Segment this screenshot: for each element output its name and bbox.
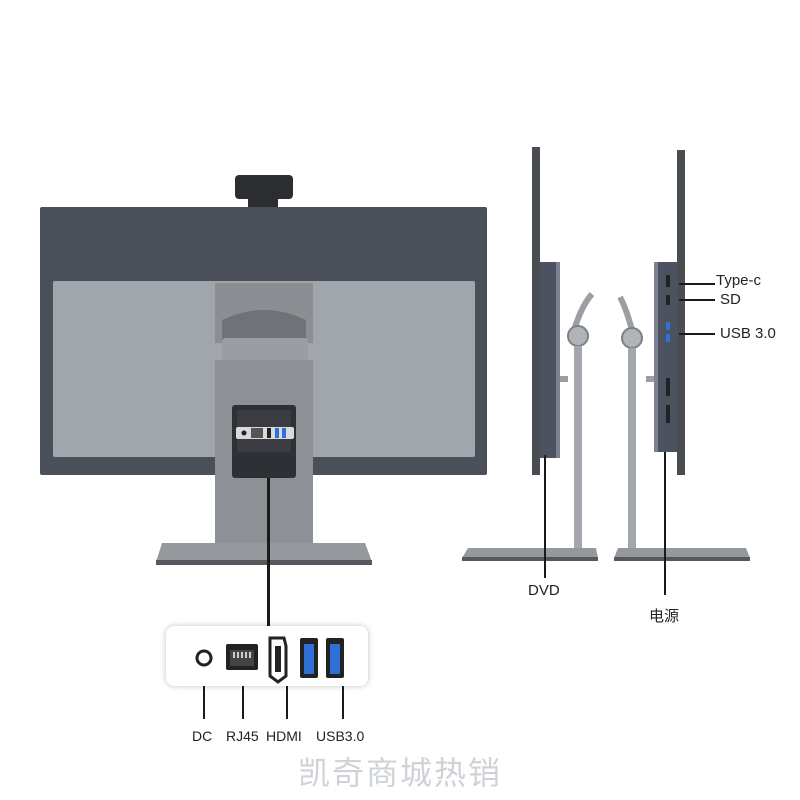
monitor-stand [215, 283, 313, 558]
dc-port-icon [195, 649, 213, 667]
webcam [235, 175, 293, 207]
ports-panel [166, 626, 368, 686]
usb3-leader-line [342, 686, 344, 719]
dvd-label: DVD [528, 582, 560, 599]
sd-label: SD [720, 291, 741, 308]
side-view-left [462, 147, 598, 561]
usb3-port-icon [300, 638, 318, 678]
power-label: 电源 [649, 607, 680, 625]
monitor-base [156, 543, 372, 562]
usb3-port-icon [326, 638, 344, 678]
hdmi-label: HDMI [266, 728, 302, 744]
usb30-label: USB 3.0 [720, 325, 776, 342]
hdmi-leader-line [286, 686, 288, 719]
rj45-port-icon [226, 644, 258, 670]
dc-label: DC [192, 728, 213, 744]
dc-leader-line [203, 686, 205, 719]
side-view-right [614, 150, 750, 561]
rj45-leader-line [242, 686, 244, 719]
usb3-label: USB3.0 [316, 728, 365, 744]
watermark-text: 凯奇商城热销 [297, 754, 502, 792]
type-c-label: Type-c [716, 272, 762, 289]
hdmi-port-icon [268, 636, 288, 684]
rj45-label: RJ45 [226, 728, 259, 744]
